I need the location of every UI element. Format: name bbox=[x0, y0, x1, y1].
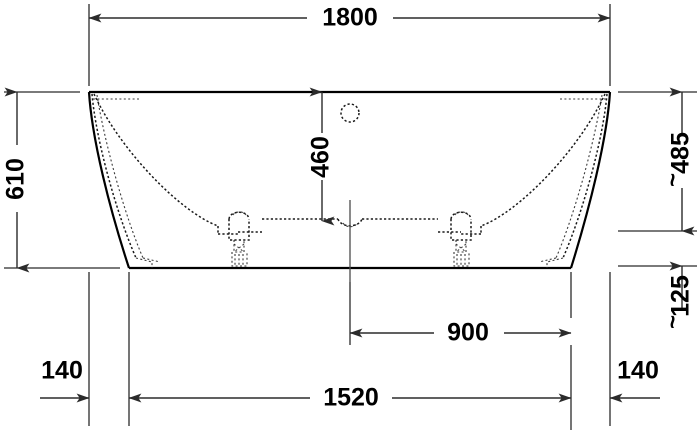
foot-left-cross bbox=[233, 243, 245, 253]
foot-left-body bbox=[228, 219, 250, 241]
plinth-right-inner bbox=[546, 257, 564, 268]
dimension-label-140-right: 140 bbox=[617, 357, 659, 385]
foot-left-pad bbox=[231, 252, 248, 267]
inner-wall-left-mid bbox=[96, 94, 144, 259]
dimension-label-610: 610 bbox=[2, 158, 30, 200]
dimension-label-1520: 1520 bbox=[323, 384, 379, 412]
foot-left-dome bbox=[228, 211, 250, 220]
inner-wall-right-mid bbox=[555, 94, 603, 259]
overflow-drain-circle bbox=[340, 103, 360, 123]
dimension-inner-depth: 460 bbox=[307, 87, 335, 226]
plinth-left-outer bbox=[142, 257, 161, 263]
dimension-label-140-left: 140 bbox=[41, 357, 83, 385]
foot-right-body bbox=[450, 219, 472, 241]
inner-wall-right-outer bbox=[562, 93, 608, 259]
waste-outlet-inner bbox=[342, 222, 358, 228]
dimension-label-900: 900 bbox=[447, 319, 489, 347]
dimension-offset-left: 140 bbox=[40, 272, 90, 426]
dimension-base-width: 1520 bbox=[128, 272, 572, 426]
inner-wall-left-outer bbox=[91, 93, 137, 259]
foot-right-pad bbox=[453, 252, 470, 267]
dimension-approx-sign-125: ~ bbox=[659, 315, 686, 329]
support-foot-right bbox=[450, 211, 472, 267]
foot-right-stem bbox=[455, 240, 467, 253]
bowl-slope-left bbox=[93, 93, 219, 227]
dimension-half-base-width: 900 bbox=[349, 272, 572, 430]
tub-wall-right bbox=[569, 91, 612, 269]
support-foot-left bbox=[228, 211, 250, 267]
dimension-offset-right: 140 bbox=[609, 272, 660, 426]
foot-right-pad-ribs bbox=[456, 254, 466, 265]
plinth-left-inner bbox=[135, 257, 153, 268]
foot-left-pad-ribs bbox=[234, 254, 244, 265]
foot-left-stem bbox=[233, 240, 245, 253]
dimension-overall-width: 1800 bbox=[88, 4, 611, 86]
dimension-rim-height: 485 ~ bbox=[618, 87, 697, 236]
tub-wall-left bbox=[87, 91, 131, 269]
foot-right-cross bbox=[455, 243, 467, 253]
foot-left-dome-inner bbox=[232, 211, 247, 216]
dimension-base-height: 125 ~ bbox=[618, 261, 697, 329]
foot-right-dome bbox=[450, 211, 472, 220]
foot-right-dome-inner bbox=[454, 211, 469, 216]
bowl-slope-right bbox=[480, 93, 606, 227]
dimension-label-460: 460 bbox=[307, 136, 335, 178]
dimension-approx-sign-485: ~ bbox=[659, 173, 686, 187]
dimension-label-485: 485 bbox=[667, 132, 695, 174]
plinth-right-outer bbox=[538, 257, 557, 263]
dimension-label-1800: 1800 bbox=[322, 4, 378, 32]
dimension-overall-height: 610 bbox=[2, 87, 120, 273]
dimension-label-125: 125 bbox=[667, 275, 695, 317]
